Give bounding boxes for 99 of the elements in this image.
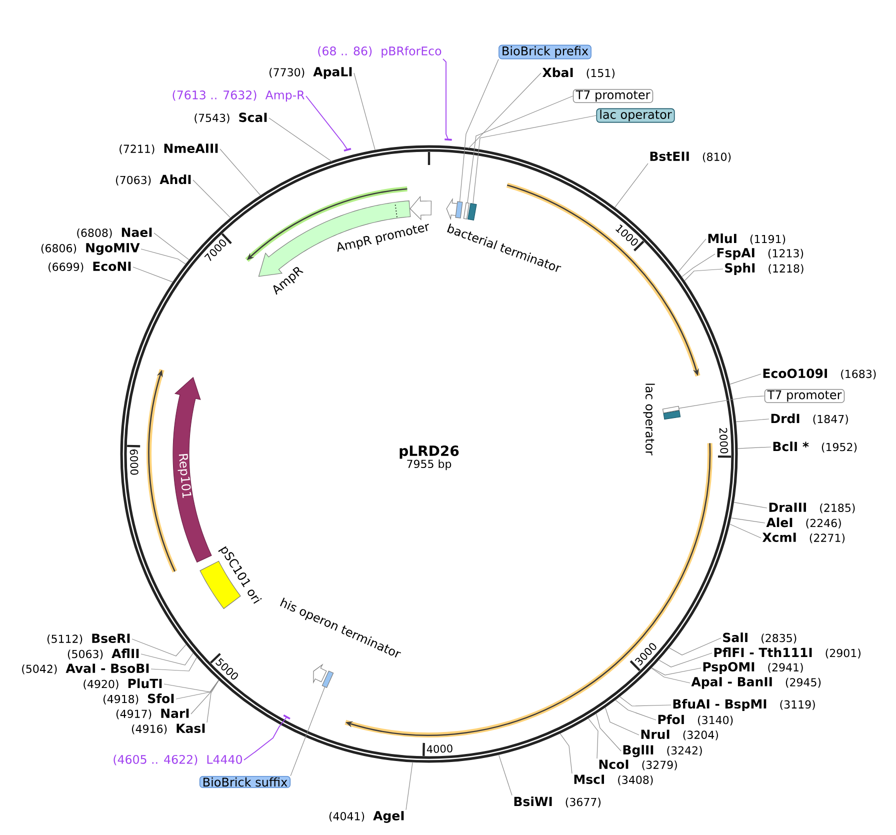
leader-line bbox=[588, 718, 598, 759]
leader-line bbox=[596, 713, 622, 752]
primer-label: (7613 .. 7632) Amp-R bbox=[172, 90, 304, 102]
leader-line bbox=[459, 58, 499, 202]
site-label: DraIII (2185) bbox=[769, 502, 855, 514]
leader-line bbox=[678, 238, 706, 272]
site-label: (5112) BseRI bbox=[47, 634, 130, 644]
site-label: FspAI (1213) bbox=[717, 248, 804, 260]
primer-mark bbox=[283, 714, 290, 720]
site-label: (7730) ApaLI bbox=[270, 67, 352, 79]
site-label: SphI (1218) bbox=[725, 262, 804, 276]
site-label: (6699) EcoNI bbox=[48, 262, 131, 272]
leader-line bbox=[306, 96, 348, 150]
leader-line bbox=[220, 148, 261, 196]
leader-line bbox=[468, 72, 542, 149]
leader-line bbox=[734, 502, 768, 508]
leader-line bbox=[651, 667, 702, 676]
primer-label: (68 .. 86) pBRforEco bbox=[318, 46, 442, 58]
leader-line bbox=[244, 717, 287, 760]
leader-line bbox=[498, 754, 512, 796]
leader-line bbox=[615, 700, 656, 720]
site-label: (7211) NmeAIII bbox=[120, 144, 218, 154]
callout-box: T7 promoter bbox=[572, 88, 654, 104]
tick-label: 6000 bbox=[130, 449, 138, 475]
leader-line bbox=[614, 163, 648, 208]
site-label: BstEII (810) bbox=[650, 152, 731, 162]
leader-line bbox=[678, 396, 765, 409]
leader-line bbox=[681, 254, 716, 278]
leader-line bbox=[132, 638, 186, 656]
site-label: EcoO109I (1683) bbox=[763, 368, 876, 380]
leader-line bbox=[604, 707, 640, 736]
site-label: (6808) NaeI bbox=[77, 228, 152, 238]
leader-line bbox=[619, 696, 672, 706]
leader-line bbox=[192, 180, 231, 218]
primer-mark bbox=[444, 138, 452, 141]
feature-box bbox=[322, 670, 334, 688]
feature-label: lac operator bbox=[643, 384, 655, 456]
leader-line bbox=[472, 115, 597, 204]
site-label: (7063) AhdI bbox=[116, 174, 191, 186]
leader-line bbox=[730, 518, 766, 524]
site-label: MluI (1191) bbox=[708, 234, 786, 244]
leader-line bbox=[684, 268, 724, 282]
site-label: (4916) KasI bbox=[132, 724, 205, 734]
site-label: NruI (3204) bbox=[641, 730, 718, 740]
leader-line bbox=[442, 58, 448, 140]
site-label: (5063) AflII bbox=[68, 648, 139, 660]
site-label: NcoI (3279) bbox=[599, 760, 677, 770]
leader-line bbox=[560, 733, 572, 774]
site-label: BsiWI (3677) bbox=[514, 796, 601, 808]
callout-box: lac operator bbox=[596, 108, 675, 123]
site-label: XbaI (151) bbox=[542, 68, 614, 78]
site-label: DrdI (1847) bbox=[771, 414, 848, 424]
leader-line bbox=[154, 232, 190, 260]
site-label: SalI (2835) bbox=[723, 632, 796, 644]
leader-line bbox=[206, 680, 220, 723]
feature-box bbox=[463, 202, 470, 220]
leader-line bbox=[467, 96, 574, 204]
primer-mark bbox=[344, 148, 352, 152]
callout-box: T7 promoter bbox=[764, 388, 845, 404]
leader-line bbox=[290, 686, 326, 776]
site-label: (4920) PluTI bbox=[84, 678, 162, 690]
tick-label: 2000 bbox=[719, 428, 728, 454]
leader-line bbox=[164, 680, 220, 692]
site-label: BclI * (1952) bbox=[773, 442, 857, 452]
site-label: (4041) AgeI bbox=[329, 811, 404, 823]
site-label: (4917) NarI bbox=[116, 708, 189, 720]
leader-line bbox=[140, 248, 186, 264]
site-label: ApaI - BanII (2945) bbox=[691, 677, 821, 689]
site-label: PspOMI (2941) bbox=[703, 662, 803, 674]
site-label: (4918) SfoI bbox=[103, 694, 174, 704]
leader-line bbox=[268, 118, 332, 162]
leader-line bbox=[190, 680, 220, 714]
primer-label: (4605 .. 4622) L4440 bbox=[114, 754, 242, 766]
leader-line bbox=[729, 524, 762, 538]
leader-line bbox=[354, 72, 376, 150]
site-label: XcmI (2271) bbox=[762, 532, 845, 544]
leader-line bbox=[658, 652, 712, 668]
site-label: MscI (3408) bbox=[574, 774, 653, 786]
site-label: PfoI (3140) bbox=[658, 714, 733, 726]
site-label: BglII (3242) bbox=[623, 744, 702, 758]
leader-line bbox=[737, 446, 772, 449]
leader-line bbox=[736, 418, 770, 422]
leader-line bbox=[140, 652, 194, 666]
site-label: (6806) NgoMIV bbox=[41, 243, 140, 255]
leader-line bbox=[132, 266, 174, 282]
tick-label: 4000 bbox=[426, 744, 452, 753]
leader-line bbox=[651, 668, 690, 684]
site-label: BfuAI - BspMI (3119) bbox=[673, 698, 815, 712]
site-label: AleI (2246) bbox=[766, 518, 841, 528]
feature-box bbox=[455, 201, 463, 218]
leader-line bbox=[406, 762, 413, 810]
leader-line bbox=[150, 656, 198, 672]
callout-box: BioBrick suffix bbox=[199, 776, 291, 788]
site-label: (5042) AvaI - BsoBI bbox=[22, 664, 149, 674]
site-label: PflFI - Tth111I (2901) bbox=[714, 648, 860, 658]
leader-line bbox=[729, 374, 762, 385]
site-label: (7543) ScaI bbox=[194, 112, 267, 124]
callout-box: BioBrick prefix bbox=[498, 44, 592, 60]
leader-line bbox=[668, 638, 722, 656]
